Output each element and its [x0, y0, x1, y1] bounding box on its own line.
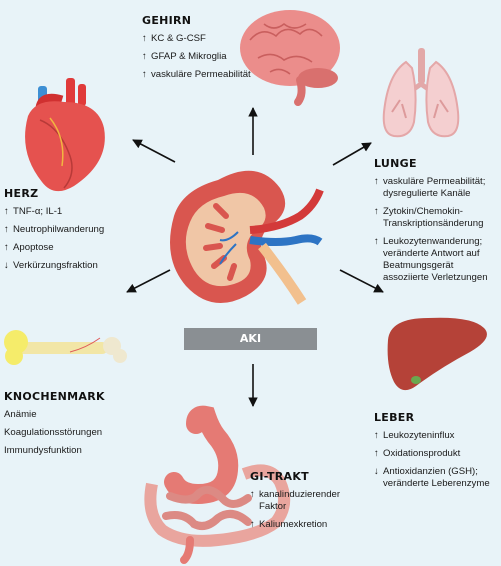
arrow-to-lung — [332, 142, 372, 166]
liver-panel: LEBER ↑Leukozyteninflux ↑Oxidationsprodu… — [374, 411, 490, 496]
gi-tract-title: GI-TRAKT — [250, 470, 309, 483]
heart-panel: HERZ ↑TNF-α; IL-1 ↑Neutrophilwanderung ↑… — [4, 187, 104, 278]
bone-marrow-item: Immundysfunktion — [4, 445, 82, 456]
kidney-illustration — [170, 170, 324, 305]
lung-item: ↑vaskuläre Permeabilität;dysregulierte K… — [374, 176, 486, 199]
liver-item: ↑Leukozyteninflux — [374, 430, 455, 441]
bone-marrow-title: KNOCHENMARK — [4, 390, 105, 403]
bone-illustration — [4, 330, 127, 365]
heart-item: ↑Neutrophilwanderung — [4, 224, 105, 235]
liver-item: ↓Antioxidanzien (GSH);veränderte Leberen… — [374, 466, 490, 489]
lung-item: ↑Zytokin/Chemokin-Transkriptionsänderung — [374, 206, 484, 229]
brain-item: ↑KC & G-CSF — [142, 33, 206, 44]
liver-illustration — [387, 317, 487, 391]
heart-item: ↓Verkürzungsfraktion — [4, 260, 98, 271]
gi-tract-illustration — [144, 405, 291, 564]
lung-illustration — [382, 48, 460, 138]
lung-title: LUNGE — [374, 157, 417, 170]
liver-title: LEBER — [374, 411, 415, 424]
heart-item: ↑TNF-α; IL-1 — [4, 206, 63, 217]
brain-title: GEHIRN — [142, 14, 192, 27]
lung-item: ↑Leukozytenwanderung;veränderte Antwort … — [374, 236, 488, 283]
heart-item: ↑Apoptose — [4, 242, 54, 253]
brain-illustration — [240, 10, 340, 106]
heart-illustration — [25, 78, 105, 192]
brain-item: ↑GFAP & Mikroglia — [142, 51, 227, 62]
bone-marrow-item: Koagulationsstörungen — [4, 427, 103, 438]
heart-title: HERZ — [4, 187, 39, 200]
arrow-to-heart — [132, 139, 176, 163]
gi-tract-item: ↑Kaliumexkretion — [250, 519, 328, 530]
brain-panel: GEHIRN ↑KC & G-CSF ↑GFAP & Mikroglia ↑va… — [142, 14, 251, 87]
brain-item: ↑vaskuläre Permeabilität — [142, 69, 251, 80]
lung-panel: LUNGE ↑vaskuläre Permeabilität;dysreguli… — [374, 157, 488, 290]
bone-marrow-panel: KNOCHENMARK Anämie Koagulationsstörungen… — [4, 390, 105, 463]
bone-marrow-item: Anämie — [4, 409, 37, 420]
aki-label: AKI — [184, 328, 317, 350]
arrow-to-bone — [126, 269, 171, 293]
liver-item: ↑Oxidationsprodukt — [374, 448, 461, 459]
arrow-to-liver — [339, 269, 384, 293]
